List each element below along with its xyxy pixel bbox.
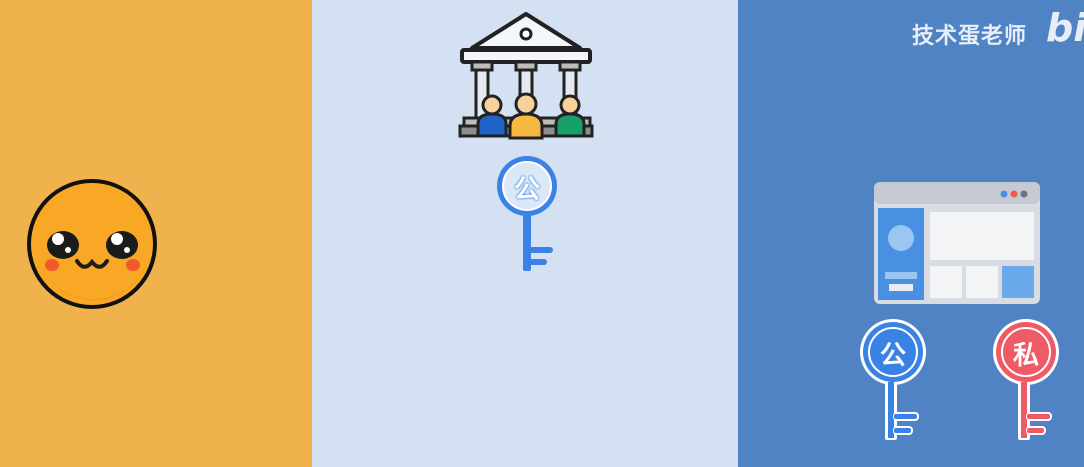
smiley-face-icon (27, 179, 157, 309)
browser-private-key-icon: 私 (990, 318, 1064, 442)
bank-building-icon (458, 12, 594, 140)
browser-private-key-label: 私 (1012, 341, 1039, 371)
browser-public-key-icon: 公 (857, 318, 931, 442)
browser-public-key-label: 公 (879, 341, 906, 371)
public-key-label: 公 (513, 175, 540, 205)
author-watermark: 技术蛋老师 (912, 24, 1028, 49)
public-key-icon: 公 (493, 153, 563, 273)
browser-window-icon (874, 182, 1040, 304)
bilibili-logo: bili (1046, 6, 1084, 50)
